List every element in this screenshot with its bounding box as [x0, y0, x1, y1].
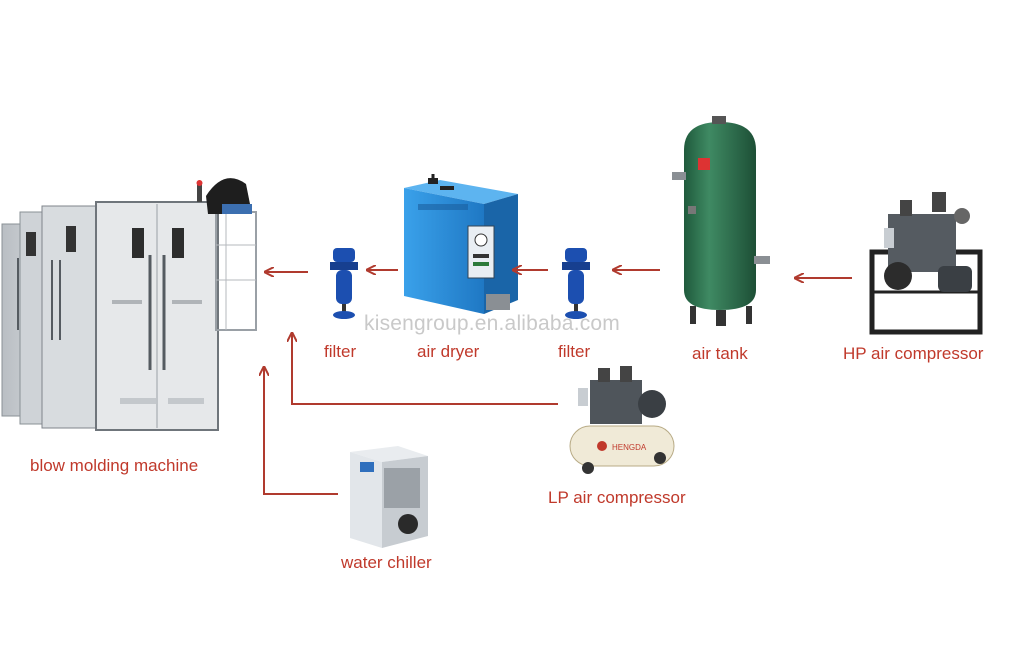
compressor-brand-text: HENGDA: [612, 443, 647, 452]
water-chiller-illustration: [350, 446, 428, 548]
label-air-dryer: air dryer: [417, 342, 479, 362]
label-filter-right: filter: [558, 342, 590, 362]
filter-right-illustration: [562, 248, 590, 319]
arrow-chiller-to-machine: [264, 368, 338, 494]
hp-air-compressor-illustration: [872, 192, 980, 332]
label-blow-molding-machine: blow molding machine: [30, 456, 198, 476]
label-lp-air-compressor: LP air compressor: [548, 488, 686, 508]
air-tank-illustration: [672, 116, 770, 326]
lp-air-compressor-illustration: HENGDA: [570, 366, 674, 474]
filter-left-illustration: [330, 248, 358, 319]
label-water-chiller: water chiller: [341, 553, 432, 573]
label-filter-left: filter: [324, 342, 356, 362]
blow-molding-machine-illustration: [2, 178, 256, 430]
label-hp-air-compressor: HP air compressor: [843, 344, 983, 364]
air-dryer-illustration: [404, 174, 518, 314]
watermark: kisengroup.en.alibaba.com: [364, 312, 620, 336]
label-air-tank: air tank: [692, 344, 748, 364]
